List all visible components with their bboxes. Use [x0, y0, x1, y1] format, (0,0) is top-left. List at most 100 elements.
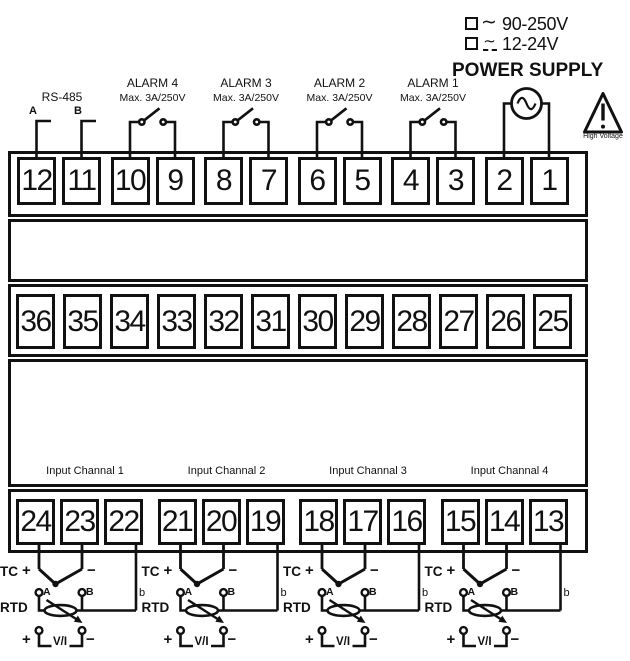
high-voltage-label: High Voltage — [583, 133, 623, 140]
tc-label: TC — [283, 564, 301, 579]
terminal-19: 19 — [245, 499, 285, 545]
rtd-lead-b2-label: b — [563, 587, 570, 599]
alarm4-switch-icon — [128, 107, 177, 158]
vi-terminals-icon — [34, 625, 87, 648]
terminal-pair-alarm3: 8 7 — [204, 157, 288, 205]
rtd-lead-b-label: B — [369, 586, 377, 598]
vi-terminals-icon — [175, 625, 229, 648]
terminal-5: 5 — [342, 157, 382, 205]
terminal-29: 29 — [345, 294, 384, 349]
vi-plus-label: + — [446, 631, 456, 648]
terminal-group-channel1: 24 23 22 — [16, 499, 143, 545]
terminal-26: 26 — [486, 294, 525, 349]
tc-minus-label: − — [87, 562, 96, 579]
terminal-group-channel3: 18 17 16 — [299, 499, 426, 545]
terminal-33: 33 — [157, 294, 196, 349]
vi-plus-label: + — [163, 631, 173, 648]
terminal-pair-rs485: 12 11 — [17, 157, 101, 205]
rtd-resistor-icon — [175, 545, 279, 623]
rtd-label: RTD — [141, 600, 170, 615]
terminal-25: 25 — [533, 294, 572, 349]
rs485-label: RS-485 — [41, 89, 83, 104]
rtd-lead-b2-label: b — [280, 587, 287, 599]
power-option-ac-label: 90-250V — [502, 14, 568, 34]
case-section-upper — [8, 219, 588, 282]
terminal-1: 1 — [529, 157, 569, 205]
channel2-sensor-labels: TC + − A B b RTD + V/I − — [142, 560, 312, 661]
channel3-sensor-labels: TC + − A B b RTD + V/I − — [283, 560, 453, 661]
alarm2-rating: Max. 3A/250V — [306, 91, 373, 104]
rs485-pin-wires — [35, 119, 96, 158]
rtd-lead-b-label: B — [86, 586, 94, 598]
rtd-lead-b2-label: b — [422, 587, 429, 599]
alarm1-switch-icon — [409, 107, 457, 158]
terminal-12: 12 — [17, 157, 56, 205]
alarm4-rating: Max. 3A/250V — [119, 91, 186, 104]
alarm2-label: ALARM 2 — [313, 75, 366, 90]
tc-junction-icon — [320, 567, 366, 588]
tc-label: TC — [0, 564, 18, 579]
power-option-dc-label: 12-24V — [502, 34, 559, 54]
rs485-pin-b-label: B — [74, 105, 82, 117]
terminal-group-channel4: 15 14 13 — [440, 499, 568, 545]
terminal-10: 10 — [110, 157, 150, 205]
rtd-lead-b-label: B — [227, 586, 236, 598]
alarm1-label: ALARM 1 — [407, 75, 459, 90]
rtd-resistor-icon — [458, 545, 562, 623]
vi-minus-label: − — [369, 631, 378, 648]
terminal-4: 4 — [391, 157, 430, 205]
tc-junction-icon — [179, 567, 225, 588]
power-supply-title: POWER SUPPLY — [452, 60, 604, 81]
vi-plus-label: + — [305, 631, 314, 648]
channel4-label: Input Channal 4 — [470, 464, 549, 477]
terminal-3: 3 — [436, 157, 475, 205]
terminal-16: 16 — [387, 499, 426, 545]
vi-minus-label: − — [86, 631, 95, 648]
rtd-lead-a-label: A — [184, 586, 193, 598]
ac-dc-tilde: ∼ — [483, 33, 496, 50]
vi-terminals-icon — [317, 625, 370, 648]
tc-plus-label: + — [305, 562, 314, 579]
tc-junction-icon — [37, 567, 83, 588]
terminal-36: 36 — [16, 294, 55, 349]
terminal-pair-alarm2: 6 5 — [297, 157, 382, 205]
terminal-28: 28 — [392, 294, 431, 349]
channel1-sensor-labels: TC + − A B b RTD + V/I − — [0, 560, 170, 661]
terminal-6: 6 — [297, 157, 337, 205]
rtd-lead-b-label: B — [510, 586, 519, 598]
terminal-2: 2 — [484, 157, 524, 205]
tc-plus-label: + — [22, 562, 31, 579]
terminal-27: 27 — [439, 294, 478, 349]
terminal-35: 35 — [63, 294, 102, 349]
channel1-label: Input Channal 1 — [46, 464, 124, 477]
vi-label: V/I — [53, 636, 68, 648]
terminal-14: 14 — [484, 499, 524, 545]
rtd-lead-a-label: A — [326, 586, 334, 598]
terminal-pair-alarm4: 10 9 — [110, 157, 195, 205]
tc-minus-label: − — [511, 562, 521, 579]
terminal-32: 32 — [204, 294, 243, 349]
rtd-lead-a-label: A — [43, 586, 51, 598]
vi-label: V/I — [194, 636, 209, 648]
terminal-group-channel2: 21 20 19 — [157, 499, 285, 545]
tc-minus-label: − — [370, 562, 379, 579]
rtd-label: RTD — [424, 600, 453, 615]
rtd-label: RTD — [283, 600, 311, 615]
tc-plus-label: + — [446, 562, 456, 579]
channel1-sensor-wiring — [34, 545, 138, 648]
rs485-pin-a-label: A — [29, 105, 37, 117]
terminal-23: 23 — [60, 499, 99, 545]
terminal-8: 8 — [204, 157, 243, 205]
terminal-pair-alarm1: 4 3 — [391, 157, 475, 205]
alarm3-rating: Max. 3A/250V — [213, 91, 279, 104]
terminal-18: 18 — [299, 499, 338, 545]
terminal-pair-power: 2 1 — [484, 157, 569, 205]
tc-minus-label: − — [228, 562, 238, 579]
terminal-17: 17 — [343, 499, 382, 545]
ac-dc-symbol-icon: ∼ — [481, 33, 498, 51]
vi-minus-label: − — [510, 631, 520, 648]
alarm2-switch-icon — [315, 107, 364, 158]
terminal-row-middle: 36 35 34 33 32 31 30 29 28 27 26 25 — [16, 294, 572, 349]
